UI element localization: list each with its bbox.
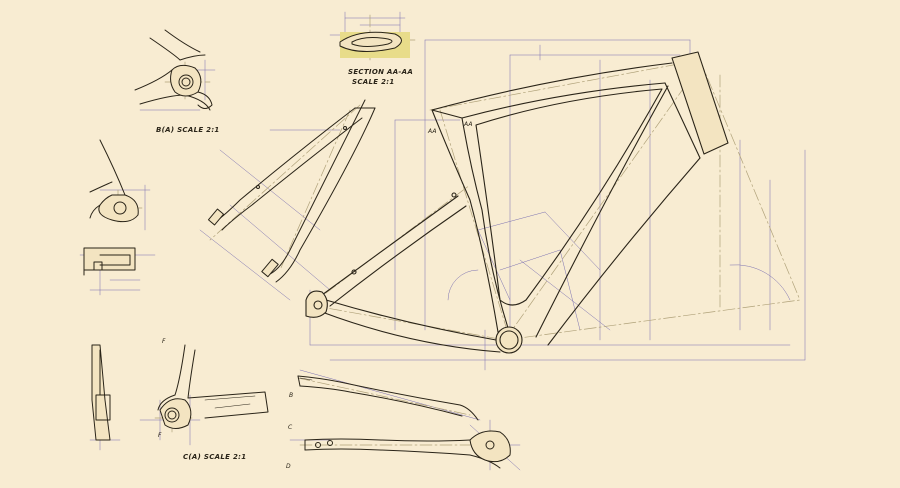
marker-aa-left: AA [428,128,437,135]
marker-d: D [286,463,291,470]
section-aa-scale: SCALE 2:1 [352,78,395,86]
marker-aa-right: AA [464,121,473,128]
main-frame [305,51,729,354]
detail-c [91,344,269,441]
detail-b-label: B(A) SCALE 2:1 [156,126,220,134]
section-aa-label: SECTION AA-AA [348,68,414,76]
marker-c: C [288,424,293,431]
section-aa [339,31,410,58]
marker-f-top: F [162,338,166,345]
detail-c-label: C(A) SCALE 2:1 [183,453,247,461]
detail-b [134,29,213,111]
seatstay-view [207,99,376,283]
detail-dropout-side [83,139,139,276]
marker-f-bottom: F [158,432,162,439]
marker-b: B [289,392,294,399]
chainstay-view [297,375,511,469]
